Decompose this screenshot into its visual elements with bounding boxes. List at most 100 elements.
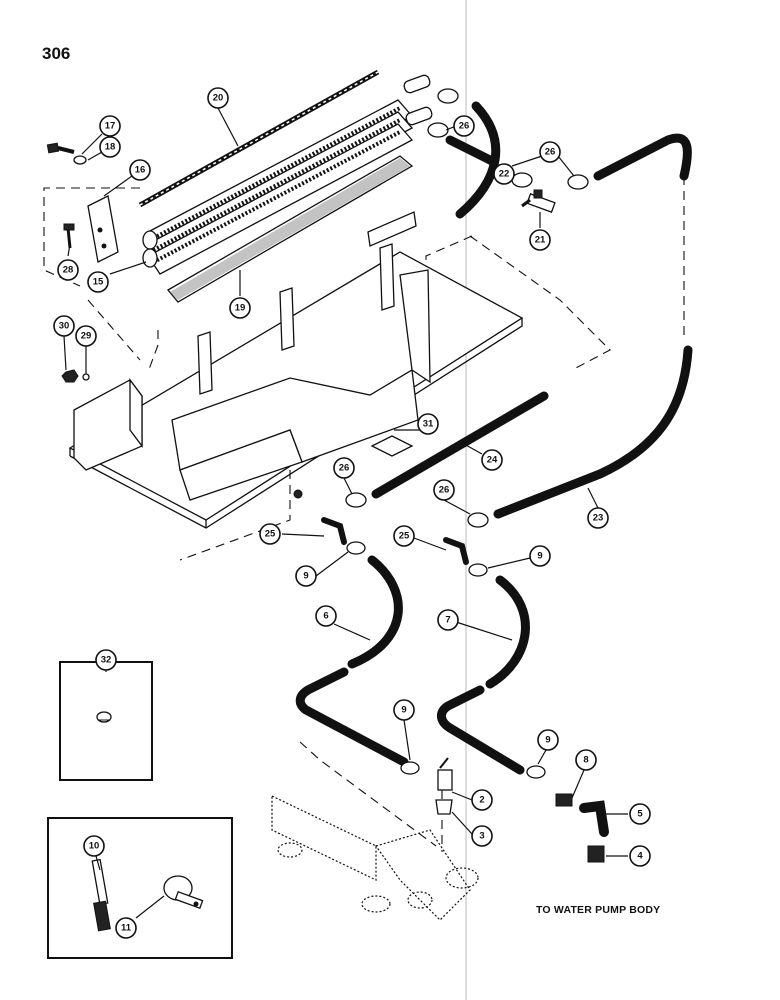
callout-20: 20	[207, 87, 229, 109]
water-pump-body	[271, 795, 479, 921]
svg-text:15: 15	[93, 277, 104, 288]
callout-24: 24	[481, 449, 503, 471]
callout-17: 17	[99, 115, 121, 137]
hose-upper-long	[593, 133, 692, 181]
elbow-fitting-5	[579, 800, 609, 837]
callout-5: 5	[629, 803, 651, 825]
hose-upper-short	[455, 101, 501, 219]
callout-3: 3	[471, 825, 493, 847]
callout-11: 11	[115, 917, 137, 939]
callout-9-left: 9	[295, 565, 317, 587]
callout-6: 6	[315, 605, 337, 627]
svg-text:6: 6	[323, 611, 328, 622]
svg-text:20: 20	[213, 93, 224, 104]
svg-text:32: 32	[101, 655, 112, 666]
heater-core	[142, 74, 433, 275]
svg-text:17: 17	[105, 121, 116, 132]
callout-29: 29	[75, 325, 97, 347]
callout-23: 23	[587, 507, 609, 529]
hose-24	[371, 391, 549, 499]
callout-10: 10	[83, 835, 105, 857]
callout-8: 8	[575, 749, 597, 771]
callout-7: 7	[437, 609, 459, 631]
hose-clamps-9	[346, 541, 546, 779]
svg-text:26: 26	[459, 121, 470, 132]
svg-text:5: 5	[637, 809, 643, 820]
svg-text:23: 23	[593, 513, 604, 524]
lock-washer	[82, 373, 90, 381]
svg-text:11: 11	[121, 923, 132, 934]
svg-text:2: 2	[479, 795, 484, 806]
svg-text:9: 9	[303, 571, 308, 582]
callout-16: 16	[129, 159, 151, 181]
callout-25-right: 25	[393, 525, 415, 547]
callout-26-top: 26	[453, 115, 475, 137]
leader-lines	[63, 107, 628, 919]
svg-text:25: 25	[265, 529, 276, 540]
callout-31: 31	[417, 413, 439, 435]
hose-23	[493, 345, 693, 519]
elbow-fitting-25a	[321, 517, 347, 545]
callout-18: 18	[99, 136, 121, 158]
svg-text:28: 28	[63, 265, 74, 276]
page-number: 306	[42, 44, 71, 63]
nut	[61, 369, 79, 383]
svg-text:22: 22	[499, 169, 510, 180]
svg-text:4: 4	[637, 851, 643, 862]
svg-text:30: 30	[59, 321, 70, 332]
callout-25-left: 25	[259, 523, 281, 545]
connector-4	[587, 845, 605, 863]
washer	[73, 155, 87, 165]
hose-clamps-26	[345, 88, 589, 528]
callout-22: 22	[493, 163, 515, 185]
hose-22	[445, 135, 495, 165]
callout-9-lower-left: 9	[393, 699, 415, 721]
identification-plate	[370, 435, 414, 457]
bolt	[46, 142, 75, 154]
svg-text:26: 26	[339, 463, 350, 474]
inset-box-10-11	[47, 817, 233, 959]
svg-text:9: 9	[545, 735, 550, 746]
strap-10	[91, 858, 111, 932]
callout-21: 21	[529, 229, 551, 251]
upper-seal-strip	[138, 69, 380, 208]
water-pump-caption: TO WATER PUMP BODY	[536, 904, 661, 916]
svg-text:25: 25	[399, 531, 410, 542]
svg-text:10: 10	[89, 841, 100, 852]
callout-26-valve: 26	[539, 141, 561, 163]
svg-text:9: 9	[537, 551, 542, 562]
svg-text:19: 19	[235, 303, 246, 314]
callout-19: 19	[229, 297, 251, 319]
callout-32: 32	[95, 649, 117, 671]
drain-cock	[437, 757, 453, 791]
hose-7	[437, 575, 530, 775]
adapter-fitting	[555, 793, 573, 807]
svg-text:18: 18	[105, 142, 116, 153]
elbow-fitting-25b	[443, 537, 469, 565]
callout-30: 30	[53, 315, 75, 337]
svg-text:8: 8	[583, 755, 588, 766]
svg-text:31: 31	[423, 419, 434, 430]
callout-26-right: 26	[433, 479, 455, 501]
svg-text:26: 26	[439, 485, 450, 496]
svg-text:29: 29	[81, 331, 92, 342]
mounting-bracket	[87, 195, 119, 263]
svg-text:24: 24	[487, 455, 498, 466]
clip-11	[163, 875, 204, 910]
callout-15: 15	[87, 271, 109, 293]
callout-26-left: 26	[333, 457, 355, 479]
callout-2: 2	[471, 789, 493, 811]
callout-4: 4	[629, 845, 651, 867]
bushing	[435, 799, 453, 815]
callout-9-lower-right: 9	[537, 729, 559, 751]
svg-text:21: 21	[535, 235, 546, 246]
hose-6	[295, 555, 409, 767]
heater-base-pan	[68, 211, 524, 529]
svg-text:7: 7	[445, 615, 450, 626]
shutoff-valve	[521, 189, 556, 213]
callout-9-right: 9	[529, 545, 551, 567]
svg-text:26: 26	[545, 147, 556, 158]
svg-text:9: 9	[401, 705, 406, 716]
callout-28: 28	[57, 259, 79, 281]
